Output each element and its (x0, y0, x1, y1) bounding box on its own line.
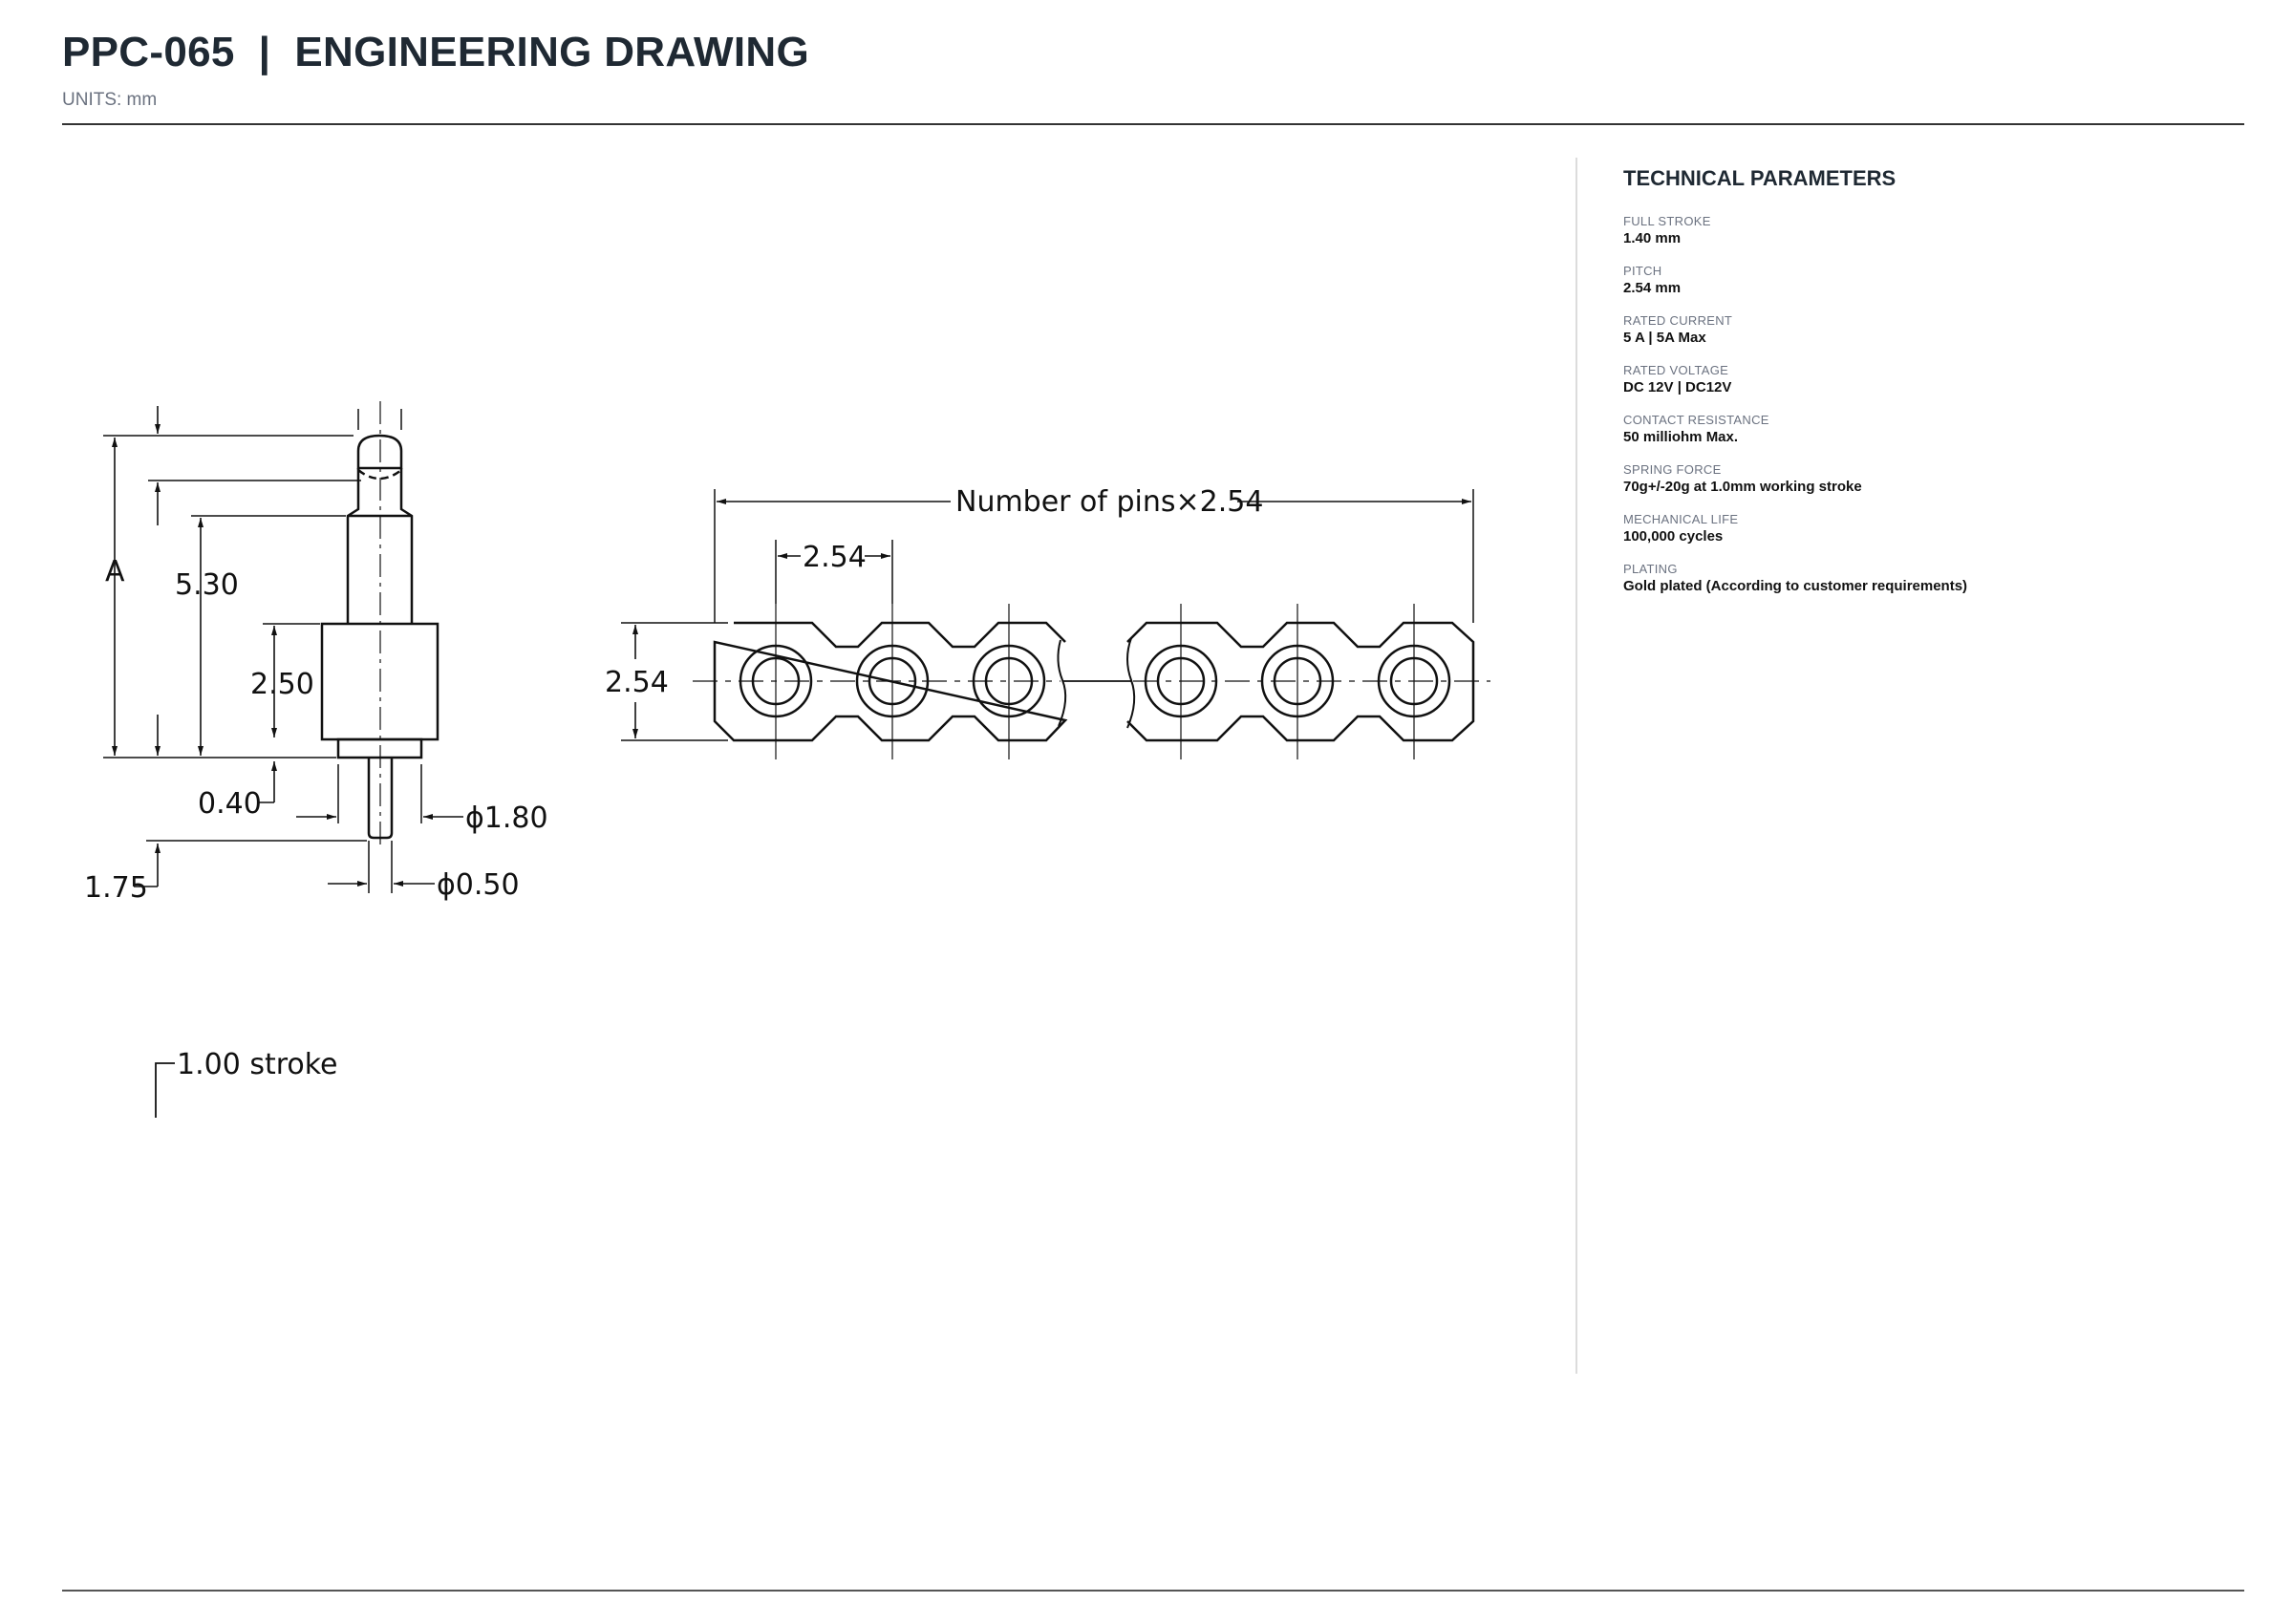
dim-body-height-label: 2.50 (250, 668, 314, 701)
strip-overall-width-label: Number of pins×2.54 (955, 485, 1263, 519)
param-label: RATED CURRENT (1623, 313, 1733, 328)
side-view (103, 401, 463, 1118)
dim-tail-dia-label: ϕ0.50 (437, 868, 520, 902)
param-label: MECHANICAL LIFE (1623, 512, 1739, 526)
dim-total-height-label: 5.30 (175, 568, 239, 602)
param-label: PITCH (1623, 264, 1662, 278)
param-plating: PLATING Gold plated (According to custom… (1623, 562, 2235, 595)
dim-body-dia-label: ϕ1.80 (465, 801, 548, 835)
param-mechanical-life: MECHANICAL LIFE 100,000 cycles (1623, 512, 2235, 545)
param-value: DC 12V | DC12V (1623, 379, 1732, 395)
page-title: PPC-065 | ENGINEERING DRAWING (62, 29, 809, 75)
dim-flange-label: 0.40 (198, 787, 262, 821)
param-rated-current: RATED CURRENT 5 A | 5A Max (1623, 313, 2235, 347)
param-pitch: PITCH 2.54 mm (1623, 264, 2235, 297)
param-value: 100,000 cycles (1623, 528, 1724, 545)
panel-title: TECHNICAL PARAMETERS (1623, 166, 1897, 190)
stroke-note-label: 1.00 stroke (177, 1048, 338, 1081)
footer-divider (62, 1590, 2244, 1592)
param-full-stroke: FULL STROKE 1.40 mm (1623, 214, 2235, 247)
strip-pitch-label: 2.54 (803, 541, 867, 574)
plunger-tip (356, 434, 403, 470)
param-value: 5 A | 5A Max (1623, 330, 1706, 346)
param-value: 1.40 mm (1623, 230, 1682, 246)
param-contact-resistance: CONTACT RESISTANCE 50 milliohm Max. (1623, 413, 2235, 446)
header-divider (62, 123, 2244, 125)
strip-view (621, 489, 1490, 759)
technical-parameters-panel: TECHNICAL PARAMETERS FULL STROKE 1.40 mm… (1623, 166, 2235, 611)
strip-left-outline (713, 621, 1068, 742)
param-value: 50 milliohm Max. (1623, 429, 1739, 445)
param-spring-force: SPRING FORCE 70g+/-20g at 1.0mm working … (1623, 462, 2235, 496)
panel-divider (1575, 158, 1577, 1374)
plunger-barrel (346, 468, 414, 624)
param-value: 2.54 mm (1623, 280, 1682, 296)
param-label: PLATING (1623, 562, 1678, 576)
units-label: UNITS: mm (62, 90, 158, 110)
strip-height-label: 2.54 (605, 666, 669, 699)
param-label: RATED VOLTAGE (1623, 363, 1729, 377)
dim-tail-length-label: 1.75 (84, 871, 148, 905)
param-rated-voltage: RATED VOLTAGE DC 12V | DC12V (1623, 363, 2235, 396)
param-value: 70g+/-20g at 1.0mm working stroke (1623, 479, 1862, 495)
param-label: FULL STROKE (1623, 214, 1711, 228)
param-value: Gold plated (According to customer requi… (1623, 578, 1968, 594)
page-header: PPC-065 | ENGINEERING DRAWING UNITS: mm (62, 29, 809, 111)
param-label: SPRING FORCE (1623, 462, 1722, 477)
dim-a-label: A (105, 555, 125, 588)
engineering-drawing: A 5.30 2.50 0.40 ϕ1.80 1.75 ϕ0.50 1.00 s… (84, 401, 1490, 1118)
param-label: CONTACT RESISTANCE (1623, 413, 1769, 427)
